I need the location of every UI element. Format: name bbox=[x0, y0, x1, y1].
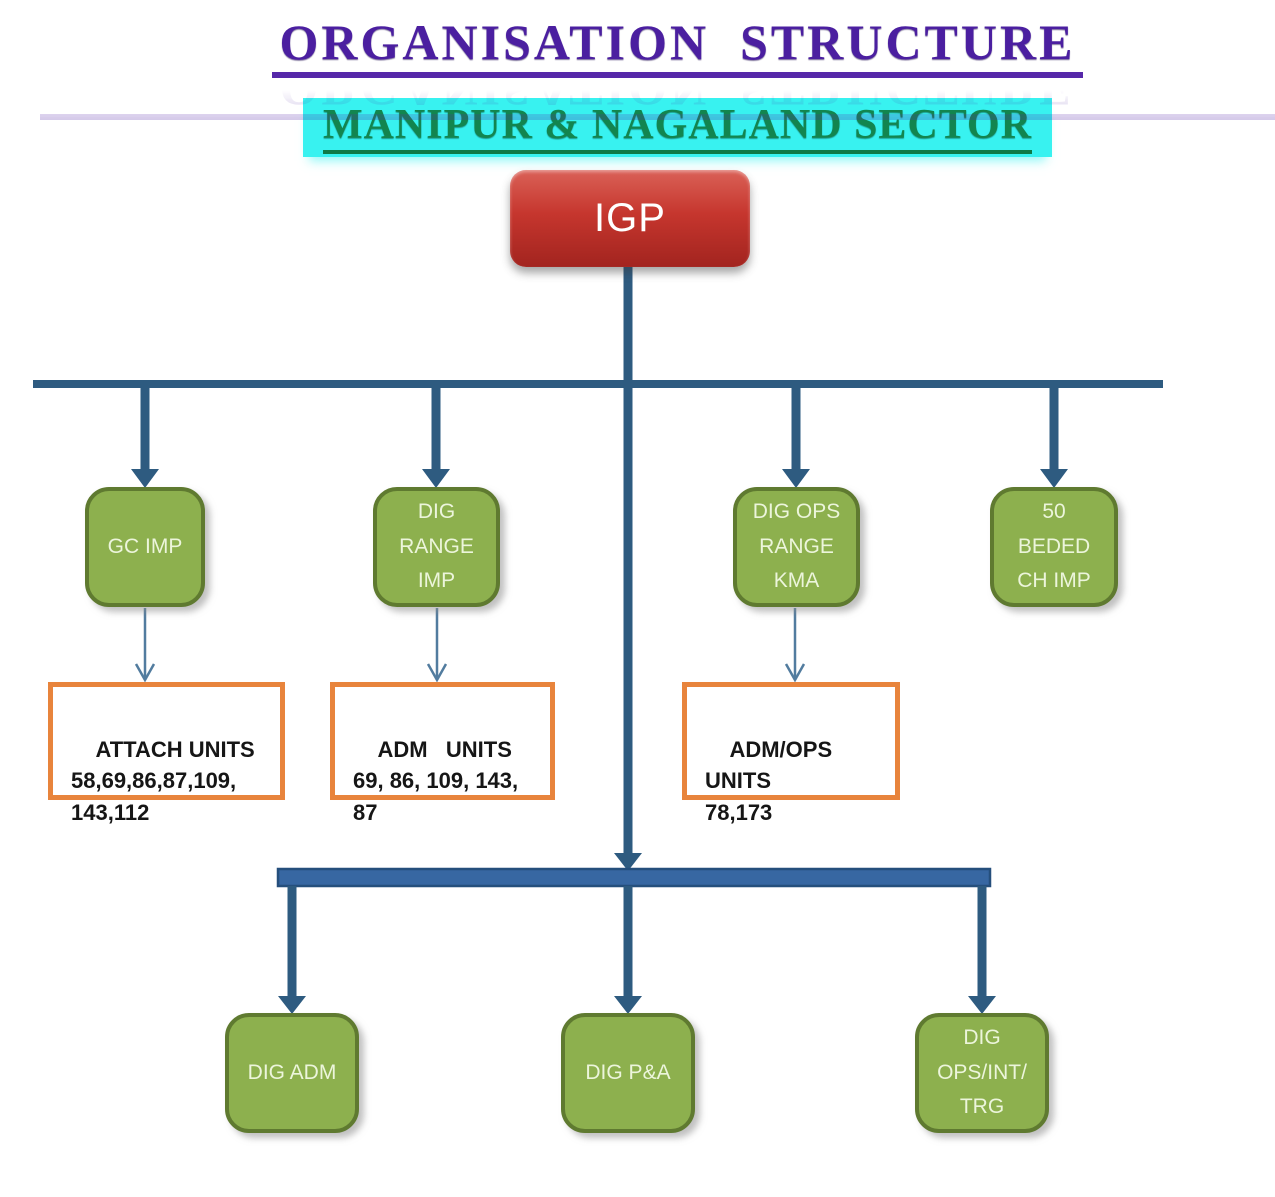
node-gc-imp-label: GC IMP bbox=[107, 534, 183, 558]
unit-box-adm-ops-units: ADM/OPS UNITS 78,173 bbox=[682, 682, 900, 825]
node-dig-ops-range-kma-label: DIG OPS RANGE KMA bbox=[752, 500, 841, 593]
node-dig-range-imp-label: DIG RANGE IMP bbox=[399, 500, 474, 593]
arrowhead-50-beded bbox=[1040, 469, 1068, 488]
unit-adm-text: ADM UNITS 69, 86, 109, 143, 87 bbox=[353, 737, 519, 825]
node-dig-adm-label: DIG ADM bbox=[247, 1060, 337, 1084]
arrowhead-dig-adm bbox=[278, 996, 306, 1014]
node-50-beded-ch-imp: 50 BEDED CH IMP bbox=[990, 487, 1118, 607]
node-dig-pa: DIG P&A bbox=[561, 1013, 695, 1133]
arrowhead-thin-adm-units bbox=[426, 663, 448, 683]
unit-box-adm-units: ADM UNITS 69, 86, 109, 143, 87 bbox=[330, 682, 555, 825]
arrowhead-dig-pa bbox=[614, 996, 642, 1014]
unit-adm-ops-text: ADM/OPS UNITS 78,173 bbox=[705, 737, 833, 825]
arrowhead-center-stem bbox=[614, 853, 642, 871]
node-igp-label: IGP bbox=[594, 196, 666, 240]
unit-box-attach-units: ATTACH UNITS 58,69,86,87,109, 143,112 bbox=[48, 682, 285, 825]
unit-attach-text: ATTACH UNITS 58,69,86,87,109, 143,112 bbox=[71, 737, 255, 825]
connector-lower-bus-bar bbox=[276, 867, 992, 888]
arrowhead-thin-attach-units bbox=[134, 663, 156, 683]
node-dig-adm: DIG ADM bbox=[225, 1013, 359, 1133]
node-dig-ops-int-trg: DIG OPS/INT/ TRG bbox=[915, 1013, 1049, 1133]
arrowhead-dig-ops-int-trg bbox=[968, 996, 996, 1014]
arrowhead-dig-range-imp bbox=[422, 469, 450, 488]
node-dig-ops-int-trg-label: DIG OPS/INT/ TRG bbox=[937, 1026, 1027, 1119]
node-igp: IGP bbox=[510, 170, 750, 267]
node-dig-ops-range-kma: DIG OPS RANGE KMA bbox=[733, 487, 860, 607]
node-dig-pa-label: DIG P&A bbox=[585, 1060, 671, 1084]
arrowhead-dig-ops-range-kma bbox=[782, 469, 810, 488]
arrowhead-thin-adm-ops-units bbox=[784, 663, 806, 683]
node-gc-imp: GC IMP bbox=[85, 487, 205, 607]
node-dig-range-imp: DIG RANGE IMP bbox=[373, 487, 500, 607]
node-50-beded-ch-imp-label: 50 BEDED CH IMP bbox=[1017, 500, 1091, 593]
arrowhead-gc-imp bbox=[131, 469, 159, 488]
